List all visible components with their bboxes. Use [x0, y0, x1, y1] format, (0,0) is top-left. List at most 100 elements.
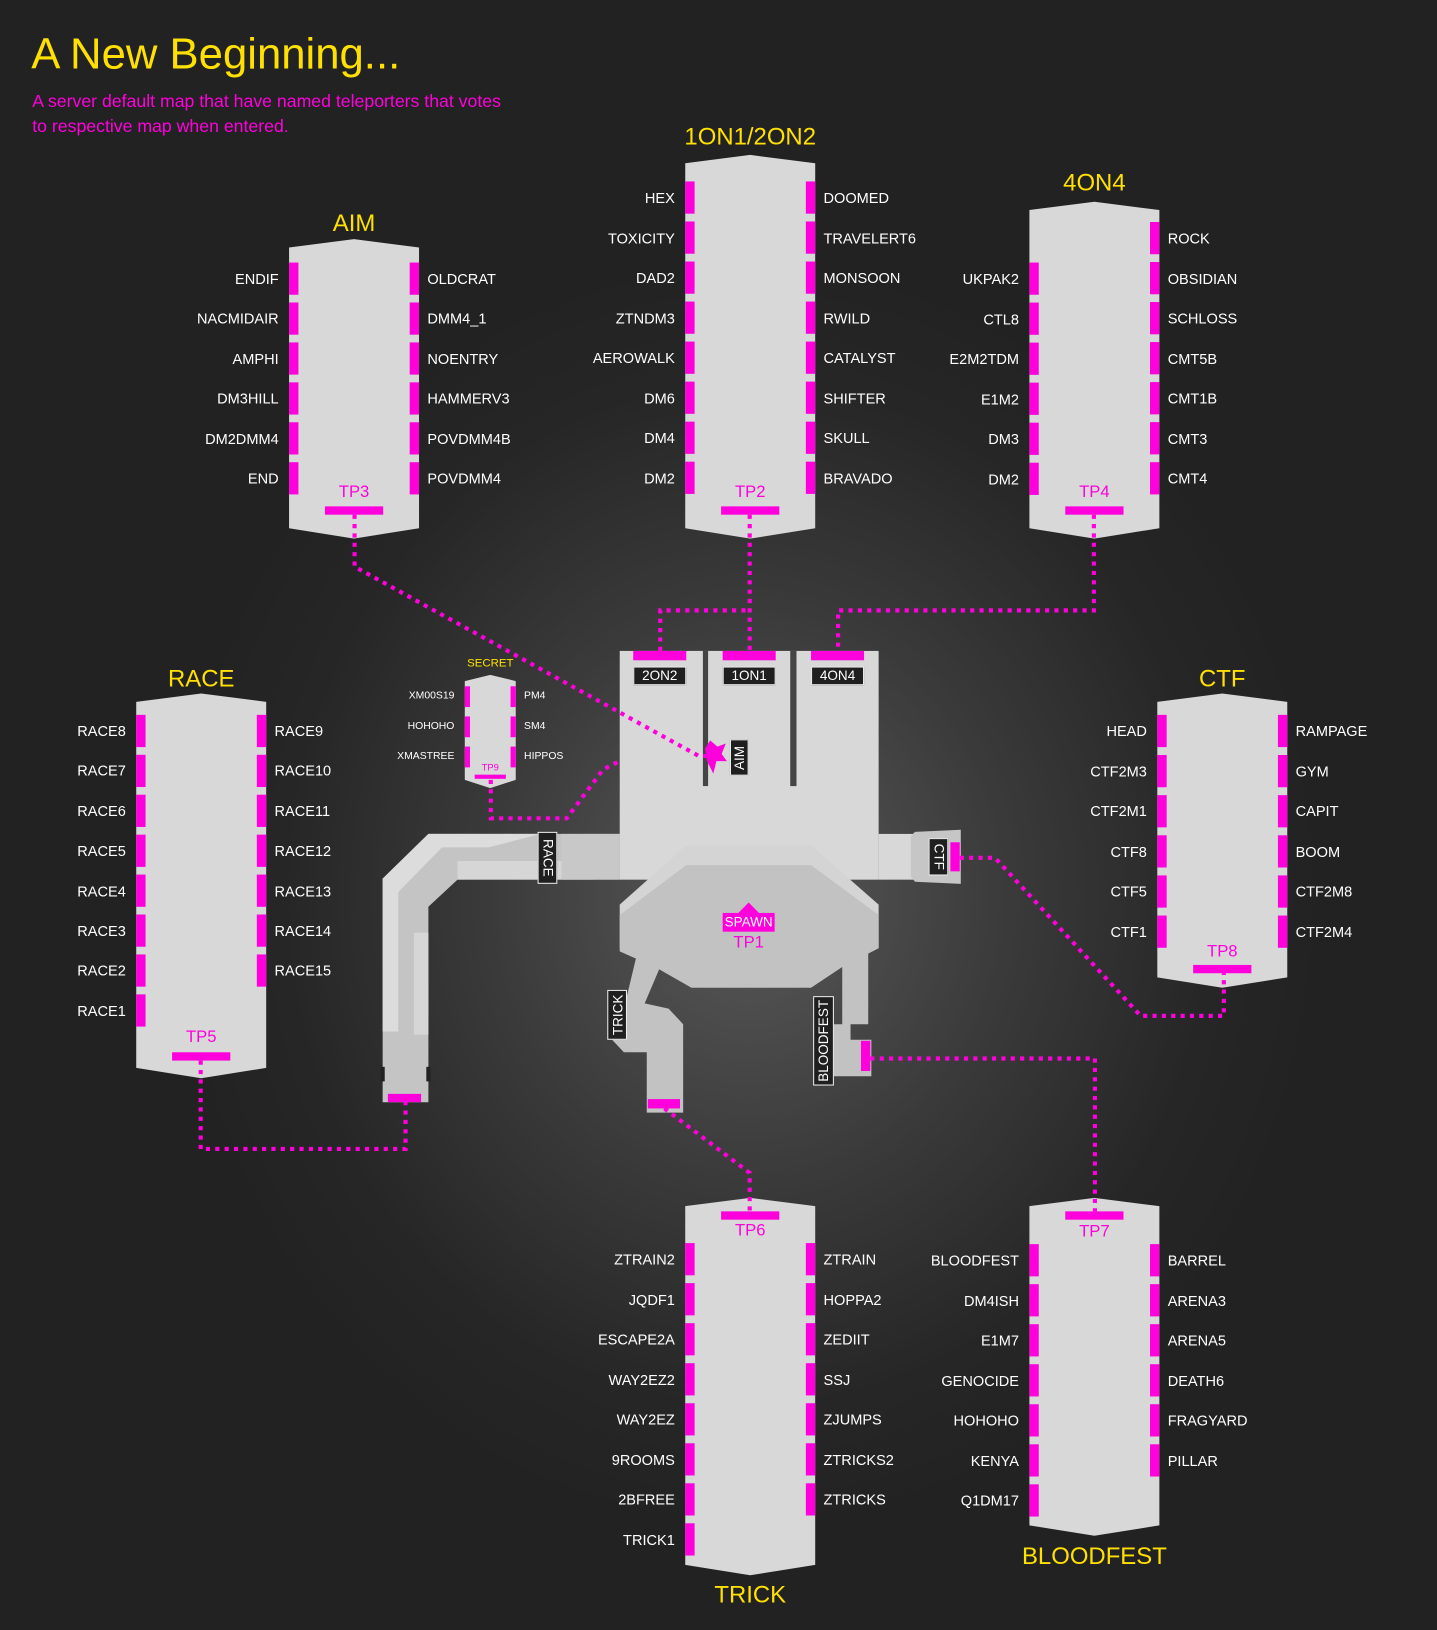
bloodfest-teleporter-pad[interactable]: [1029, 1404, 1039, 1437]
aim-tp-bar[interactable]: [324, 506, 384, 515]
trick-teleporter-pad[interactable]: [685, 1483, 695, 1516]
tp-pad-race[interactable]: [387, 1093, 422, 1103]
tp-pad-4on4[interactable]: [811, 650, 865, 661]
bloodfest-teleporter-pad[interactable]: [1150, 1284, 1160, 1317]
aim-teleporter-pad[interactable]: [289, 462, 299, 495]
secret-teleporter-pad[interactable]: [510, 686, 516, 708]
fourvfour-tp-bar[interactable]: [1065, 506, 1124, 515]
ctf-tp-bar[interactable]: [1193, 964, 1252, 974]
ctf-teleporter-pad[interactable]: [1277, 915, 1288, 948]
aim-teleporter-pad[interactable]: [409, 382, 420, 415]
fourvfour-teleporter-pad[interactable]: [1150, 221, 1160, 255]
race-teleporter-pad[interactable]: [256, 834, 267, 867]
bloodfest-teleporter-pad[interactable]: [1150, 1244, 1160, 1277]
aim-teleporter-pad[interactable]: [409, 302, 420, 335]
tp-pad-1on1[interactable]: [722, 650, 776, 661]
aim-teleporter-pad[interactable]: [289, 422, 299, 455]
fourvfour-teleporter-pad[interactable]: [1150, 462, 1160, 495]
secret-teleporter-pad[interactable]: [510, 716, 516, 738]
fourvfour-teleporter-pad[interactable]: [1150, 302, 1160, 335]
ctf-teleporter-pad[interactable]: [1277, 754, 1288, 788]
bloodfest-teleporter-pad[interactable]: [1150, 1364, 1160, 1397]
race-teleporter-pad[interactable]: [136, 754, 146, 788]
ctf-teleporter-pad[interactable]: [1277, 875, 1288, 908]
trick-teleporter-pad[interactable]: [805, 1403, 816, 1436]
duel-teleporter-pad[interactable]: [685, 341, 695, 374]
race-teleporter-pad[interactable]: [256, 874, 267, 907]
race-teleporter-pad[interactable]: [136, 954, 146, 987]
trick-teleporter-pad[interactable]: [685, 1523, 695, 1556]
race-teleporter-pad[interactable]: [256, 954, 267, 987]
ctf-teleporter-pad[interactable]: [1277, 795, 1288, 828]
duel-teleporter-pad[interactable]: [685, 461, 695, 494]
duel-teleporter-pad[interactable]: [685, 261, 695, 294]
aim-teleporter-pad[interactable]: [409, 342, 420, 375]
ctf-teleporter-pad[interactable]: [1157, 915, 1167, 948]
fourvfour-teleporter-pad[interactable]: [1029, 262, 1039, 295]
fourvfour-teleporter-pad[interactable]: [1029, 342, 1039, 375]
race-teleporter-pad[interactable]: [136, 834, 146, 867]
duel-teleporter-pad[interactable]: [805, 221, 816, 254]
tp-pad-2on2[interactable]: [633, 650, 687, 661]
aim-teleporter-pad[interactable]: [409, 262, 420, 295]
duel-teleporter-pad[interactable]: [805, 381, 816, 414]
fourvfour-teleporter-pad[interactable]: [1029, 462, 1039, 495]
race-teleporter-pad[interactable]: [136, 994, 146, 1027]
aim-teleporter-pad[interactable]: [409, 462, 420, 495]
aim-teleporter-pad[interactable]: [289, 302, 299, 335]
duel-teleporter-pad[interactable]: [805, 301, 816, 334]
trick-teleporter-pad[interactable]: [685, 1403, 695, 1436]
duel-tp-bar[interactable]: [721, 506, 780, 515]
ctf-teleporter-pad[interactable]: [1157, 795, 1167, 828]
aim-teleporter-pad[interactable]: [289, 382, 299, 415]
race-teleporter-pad[interactable]: [136, 794, 146, 827]
race-teleporter-pad[interactable]: [256, 714, 267, 748]
trick-teleporter-pad[interactable]: [685, 1363, 695, 1396]
secret-teleporter-pad[interactable]: [464, 686, 470, 708]
duel-teleporter-pad[interactable]: [685, 421, 695, 454]
duel-teleporter-pad[interactable]: [685, 301, 695, 334]
bloodfest-teleporter-pad[interactable]: [1150, 1444, 1160, 1477]
duel-teleporter-pad[interactable]: [685, 181, 695, 214]
secret-teleporter-pad[interactable]: [510, 746, 516, 768]
ctf-teleporter-pad[interactable]: [1277, 835, 1288, 868]
trick-tp-bar[interactable]: [721, 1211, 780, 1220]
race-teleporter-pad[interactable]: [136, 714, 146, 748]
ctf-teleporter-pad[interactable]: [1157, 714, 1167, 748]
trick-teleporter-pad[interactable]: [805, 1283, 816, 1316]
fourvfour-teleporter-pad[interactable]: [1150, 342, 1160, 375]
bloodfest-tp-bar[interactable]: [1065, 1211, 1124, 1220]
ctf-teleporter-pad[interactable]: [1157, 875, 1167, 908]
bloodfest-teleporter-pad[interactable]: [1150, 1404, 1160, 1437]
secret-teleporter-pad[interactable]: [464, 716, 470, 738]
secret-tp-bar[interactable]: [474, 774, 506, 779]
trick-teleporter-pad[interactable]: [685, 1243, 695, 1276]
race-teleporter-pad[interactable]: [136, 914, 146, 947]
fourvfour-teleporter-pad[interactable]: [1029, 382, 1039, 415]
ctf-teleporter-pad[interactable]: [1157, 835, 1167, 868]
bloodfest-teleporter-pad[interactable]: [1150, 1324, 1160, 1357]
tp-pad-trick[interactable]: [647, 1099, 681, 1109]
tp-pad-bloodfest[interactable]: [860, 1040, 871, 1071]
fourvfour-teleporter-pad[interactable]: [1150, 262, 1160, 295]
trick-teleporter-pad[interactable]: [685, 1323, 695, 1356]
bloodfest-teleporter-pad[interactable]: [1029, 1324, 1039, 1357]
trick-teleporter-pad[interactable]: [805, 1443, 816, 1476]
trick-teleporter-pad[interactable]: [805, 1483, 816, 1516]
fourvfour-teleporter-pad[interactable]: [1150, 422, 1160, 455]
race-teleporter-pad[interactable]: [256, 794, 267, 827]
trick-teleporter-pad[interactable]: [805, 1363, 816, 1396]
race-tp-bar[interactable]: [172, 1052, 231, 1061]
duel-teleporter-pad[interactable]: [805, 261, 816, 294]
aim-teleporter-pad[interactable]: [289, 342, 299, 375]
fourvfour-teleporter-pad[interactable]: [1150, 382, 1160, 415]
bloodfest-teleporter-pad[interactable]: [1029, 1444, 1039, 1477]
bloodfest-teleporter-pad[interactable]: [1029, 1484, 1039, 1517]
duel-teleporter-pad[interactable]: [685, 221, 695, 254]
trick-teleporter-pad[interactable]: [805, 1243, 816, 1276]
aim-teleporter-pad[interactable]: [409, 422, 420, 455]
trick-teleporter-pad[interactable]: [805, 1323, 816, 1356]
race-teleporter-pad[interactable]: [256, 754, 267, 788]
duel-teleporter-pad[interactable]: [805, 181, 816, 214]
bloodfest-teleporter-pad[interactable]: [1029, 1284, 1039, 1317]
